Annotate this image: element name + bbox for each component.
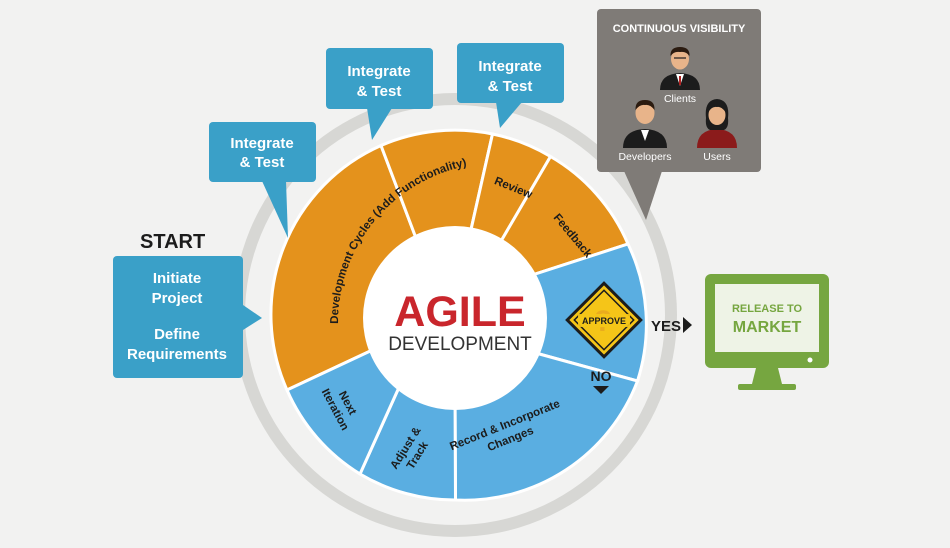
release-line2: MARKET (733, 319, 802, 336)
release-monitor-icon: RELEASE TO MARKET (705, 274, 829, 390)
yes-arrow-icon (683, 317, 692, 333)
user-person-icon (697, 99, 737, 148)
integrate-bubble-1: Integrate & Test (209, 122, 316, 238)
start-requirements: Requirements (127, 346, 227, 363)
integrate-1-line1: Integrate (230, 135, 293, 152)
start-project: Project (152, 290, 203, 307)
start-define: Define (154, 326, 200, 343)
continuous-visibility-box: CONTINUOUS VISIBILITY Clients Developers… (597, 9, 761, 220)
release-line1: RELEASE TO (732, 303, 803, 315)
integrate-bubble-3: Integrate & Test (457, 43, 564, 128)
integrate-2-line1: Integrate (347, 63, 410, 80)
start-label: START (140, 231, 205, 253)
developers-label: Developers (618, 151, 671, 163)
yes-label: YES (651, 318, 681, 335)
clients-label: Clients (664, 93, 696, 105)
integrate-3-line2: & Test (488, 78, 533, 95)
approve-sign-icon: ? APPROVE (565, 281, 643, 359)
integrate-2-line2: & Test (357, 83, 402, 100)
center-subtitle: DEVELOPMENT (388, 334, 532, 355)
no-label: NO (591, 368, 612, 384)
no-arrow-icon (593, 386, 609, 394)
visibility-title: CONTINUOUS VISIBILITY (613, 23, 746, 35)
center-title: AGILE (394, 288, 525, 336)
users-label: Users (703, 151, 730, 163)
integrate-1-line2: & Test (240, 154, 285, 171)
client-person-icon (660, 47, 700, 90)
approve-label: APPROVE (582, 316, 626, 326)
start-initiate: Initiate (153, 270, 201, 287)
start-box: Initiate Project Define Requirements (113, 256, 262, 378)
developer-person-icon (623, 100, 667, 148)
center-disk (363, 226, 547, 410)
integrate-3-line1: Integrate (478, 58, 541, 75)
integrate-bubble-2: Integrate & Test (326, 48, 433, 140)
